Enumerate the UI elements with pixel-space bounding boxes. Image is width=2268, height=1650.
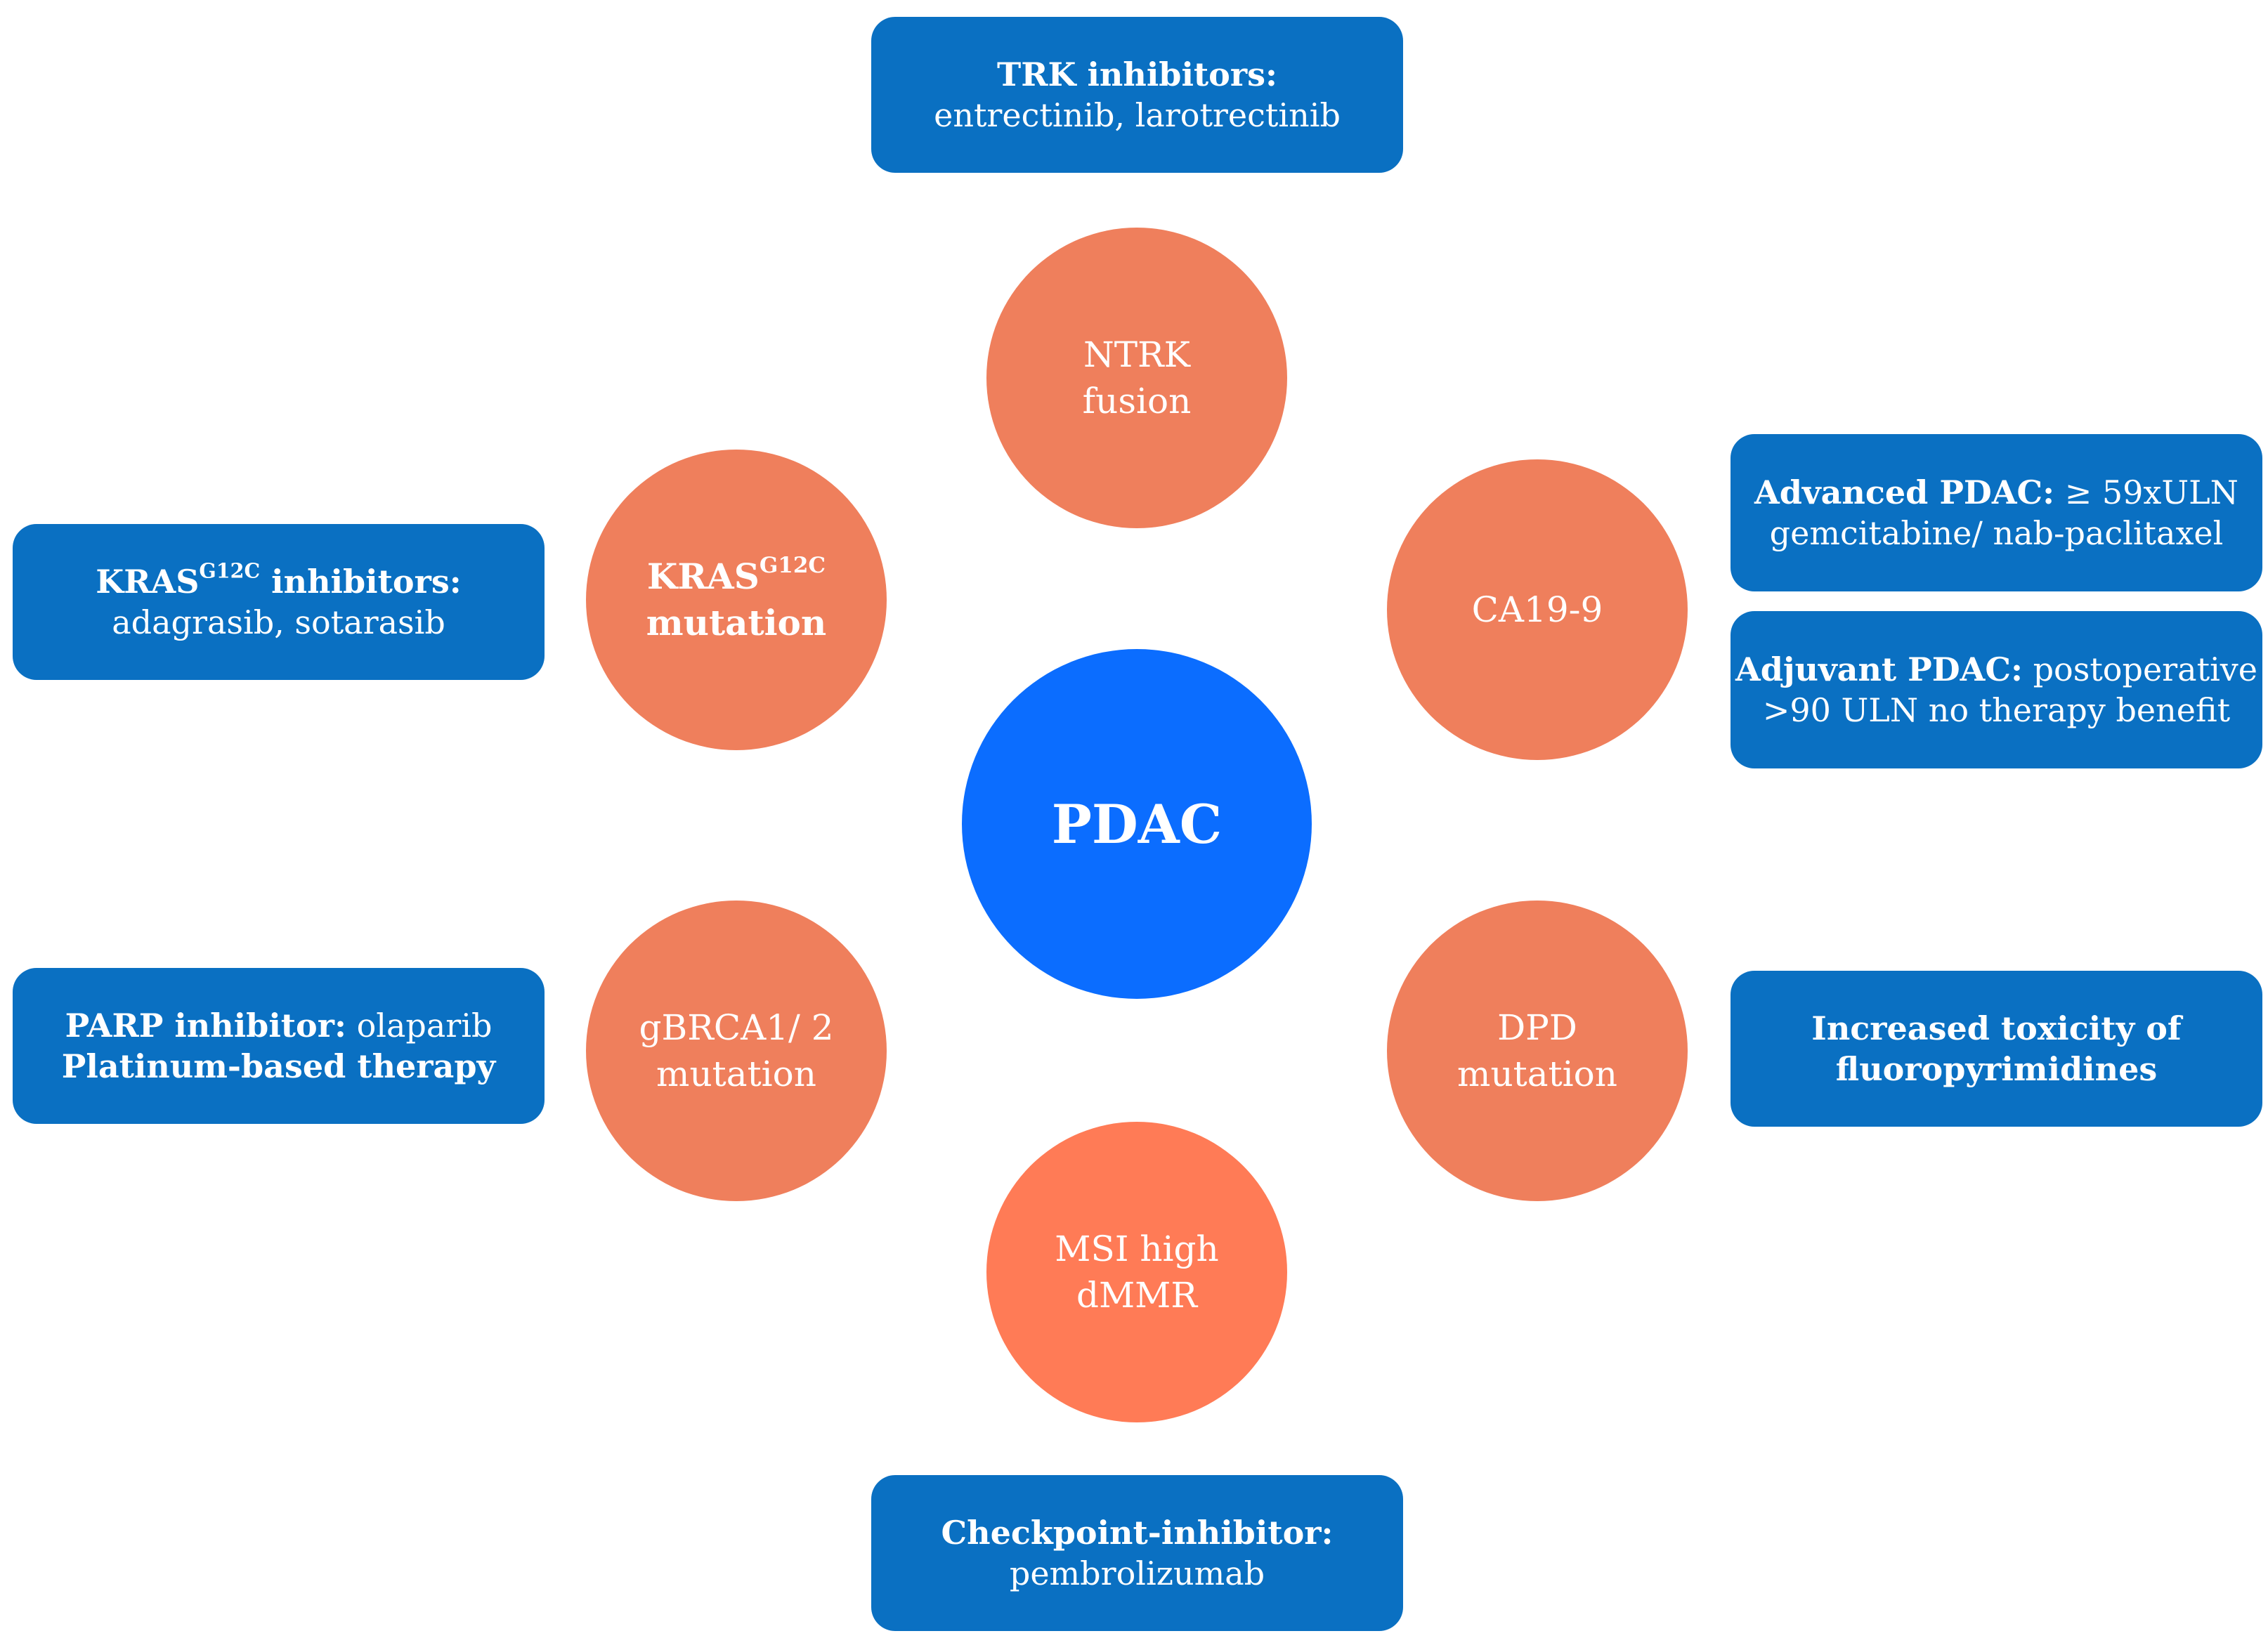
adjuvant-pdac-line2: >90 ULN no therapy benefit bbox=[1762, 691, 2231, 729]
advanced-pdac-box: Advanced PDAC: ≥ 59xULN gemcitabine/ nab… bbox=[1731, 434, 2262, 591]
dpd-mutation-label: mutation bbox=[1457, 1054, 1617, 1094]
trk-inhibitors-drugs: entrectinib, larotrectinib bbox=[934, 96, 1341, 134]
gbrca-mutation-node: gBRCA1/ 2 mutation bbox=[586, 901, 887, 1201]
dpd-toxicity-line2: fluoropyrimidines bbox=[1835, 1050, 2158, 1088]
kras-inhibitors-drugs: adagrasib, sotarasib bbox=[112, 603, 445, 641]
dpd-toxicity-line1: Increased toxicity of bbox=[1811, 1009, 2182, 1047]
checkpoint-inhibitor-drug: pembrolizumab bbox=[1009, 1554, 1265, 1592]
pdac-label: PDAC bbox=[1051, 792, 1223, 856]
ntrk-fusion-node: NTRK fusion bbox=[986, 228, 1287, 528]
ca19-9-label: CA19-9 bbox=[1471, 589, 1603, 630]
fusion-label: fusion bbox=[1082, 381, 1192, 421]
dpd-label: DPD bbox=[1497, 1007, 1577, 1048]
dmmr-label: dMMR bbox=[1076, 1275, 1198, 1316]
ca19-9-node: CA19-9 bbox=[1387, 459, 1688, 760]
checkpoint-inhibitor-box: Checkpoint-inhibitor: pembrolizumab bbox=[871, 1475, 1403, 1631]
gbrca-label: gBRCA1/ 2 bbox=[639, 1007, 834, 1048]
trk-inhibitors-title: TRK inhibitors: bbox=[997, 55, 1277, 93]
dpd-mutation-node: DPD mutation bbox=[1387, 901, 1688, 1201]
ntrk-label: NTRK bbox=[1083, 334, 1191, 375]
adjuvant-pdac-line1: Adjuvant PDAC: postoperative bbox=[1735, 650, 2257, 688]
kras-mutation-node: KRASG12C mutation bbox=[586, 450, 887, 750]
trk-inhibitors-box: TRK inhibitors: entrectinib, larotrectin… bbox=[871, 17, 1403, 173]
kras-label: KRASG12C bbox=[646, 552, 826, 597]
advanced-pdac-line2: gemcitabine/ nab-paclitaxel bbox=[1769, 514, 2224, 552]
advanced-pdac-line1: Advanced PDAC: ≥ 59xULN bbox=[1754, 473, 2238, 511]
msi-high-node: MSI high dMMR bbox=[986, 1122, 1287, 1422]
kras-inhibitors-box: KRASG12C inhibitors: adagrasib, sotarasi… bbox=[13, 524, 545, 680]
parp-inhibitor-line1: PARP inhibitor: olaparib bbox=[65, 1007, 493, 1045]
pdac-center-node: PDAC bbox=[962, 649, 1312, 999]
kras-mutation-label: mutation bbox=[646, 602, 827, 643]
kras-inhibitors-title: KRASG12C inhibitors: bbox=[96, 558, 462, 601]
platinum-therapy-line: Platinum-based therapy bbox=[61, 1047, 496, 1085]
adjuvant-pdac-box: Adjuvant PDAC: postoperative >90 ULN no … bbox=[1731, 611, 2262, 768]
checkpoint-inhibitor-title: Checkpoint-inhibitor: bbox=[941, 1514, 1334, 1552]
msi-high-label: MSI high bbox=[1055, 1229, 1219, 1269]
gbrca-mutation-label: mutation bbox=[656, 1054, 816, 1094]
parp-inhibitor-box: PARP inhibitor: olaparib Platinum-based … bbox=[13, 968, 545, 1124]
dpd-toxicity-box: Increased toxicity of fluoropyrimidines bbox=[1731, 971, 2262, 1127]
